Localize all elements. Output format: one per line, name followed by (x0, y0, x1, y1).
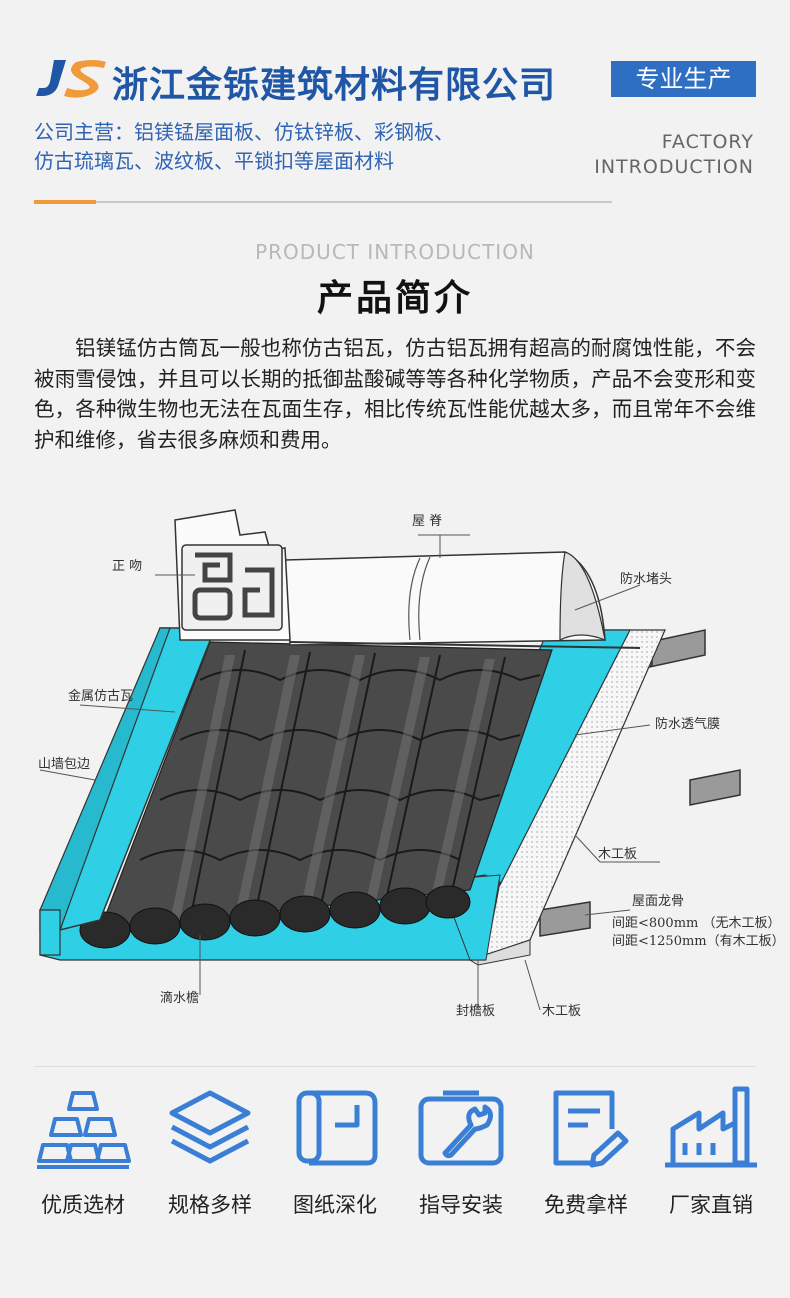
factory-introduction-label: FACTORY INTRODUCTION (594, 130, 754, 180)
label-purlin: 屋面龙骨 (632, 894, 684, 909)
feature-quality-materials: 优质选材 (20, 1085, 146, 1219)
label-wood-board-2: 木工板 (542, 1004, 581, 1019)
header-divider-accent (34, 200, 96, 204)
company-logo (36, 60, 106, 98)
features-divider (34, 1066, 756, 1067)
drip-eave-caps (79, 885, 471, 949)
factory-icon (665, 1086, 757, 1168)
roof-structure-diagram: 屋 脊 正 吻 防水堵头 金属仿古瓦 防水透气膜 山墙包边 木工板 屋面龙骨 间… (38, 509, 785, 1019)
label-membrane: 防水透气膜 (655, 716, 720, 732)
label-metal-tile: 金属仿古瓦 (68, 688, 133, 704)
ridge-end-ornament (174, 509, 291, 641)
feature-free-samples: 免费拿样 (523, 1085, 649, 1219)
layers-icon (169, 1090, 251, 1164)
gold-bars-icon (37, 1091, 131, 1169)
feature-label: 优质选材 (41, 1193, 125, 1217)
feature-label: 指导安装 (419, 1193, 503, 1217)
label-eave-board: 封檐板 (456, 1004, 495, 1019)
factory-en-line-2: INTRODUCTION (594, 156, 754, 178)
label-ridge-end: 正 吻 (112, 559, 142, 574)
form-pen-icon (553, 1090, 629, 1168)
label-waterproof-plug: 防水堵头 (620, 571, 672, 587)
feature-drawing-detailing: 图纸深化 (272, 1085, 398, 1219)
feature-label: 图纸深化 (293, 1193, 377, 1217)
business-line-2: 仿古琉璃瓦、波纹板、平锁扣等屋面材料 (34, 149, 394, 173)
label-gable-trim: 山墙包边 (38, 757, 90, 772)
section-title-en: PRODUCT INTRODUCTION (255, 240, 535, 264)
feature-label: 规格多样 (168, 1193, 252, 1217)
business-line-1: 公司主营：铝镁锰屋面板、仿钛锌板、彩钢板、 (34, 120, 454, 144)
feature-various-specs: 规格多样 (147, 1085, 273, 1219)
label-ridge: 屋 脊 (412, 514, 442, 529)
specialty-badge: 专业生产 (611, 61, 756, 97)
wrench-icon (418, 1090, 504, 1166)
business-scope: 公司主营：铝镁锰屋面板、仿钛锌板、彩钢板、 仿古琉璃瓦、波纹板、平锁扣等屋面材料 (34, 118, 454, 176)
feature-label: 厂家直销 (669, 1193, 753, 1217)
purlin-beams (539, 629, 741, 937)
feature-installation-guide: 指导安装 (398, 1085, 524, 1219)
feature-label: 免费拿样 (544, 1193, 628, 1217)
section-title-cn: 产品简介 (316, 278, 473, 319)
label-spacing-2: 间距<1250mm（有木工板） (612, 934, 785, 949)
factory-en-line-1: FACTORY (661, 131, 754, 153)
blueprint-scroll-icon (296, 1090, 378, 1166)
feature-factory-direct: 厂家直销 (648, 1085, 774, 1219)
header-divider (34, 201, 612, 203)
label-drip-eave: 滴水檐 (160, 990, 199, 1006)
ridge-cylinder (284, 551, 641, 649)
label-spacing-1: 间距<800mm （无木工板） (612, 916, 781, 931)
company-name: 浙江金铄建筑材料有限公司 (112, 65, 557, 106)
label-wood-board: 木工板 (598, 847, 637, 862)
product-description: 铝镁锰仿古筒瓦一般也称仿古铝瓦，仿古铝瓦拥有超高的耐腐蚀性能，不会被雨雪侵蚀，并… (34, 336, 756, 452)
